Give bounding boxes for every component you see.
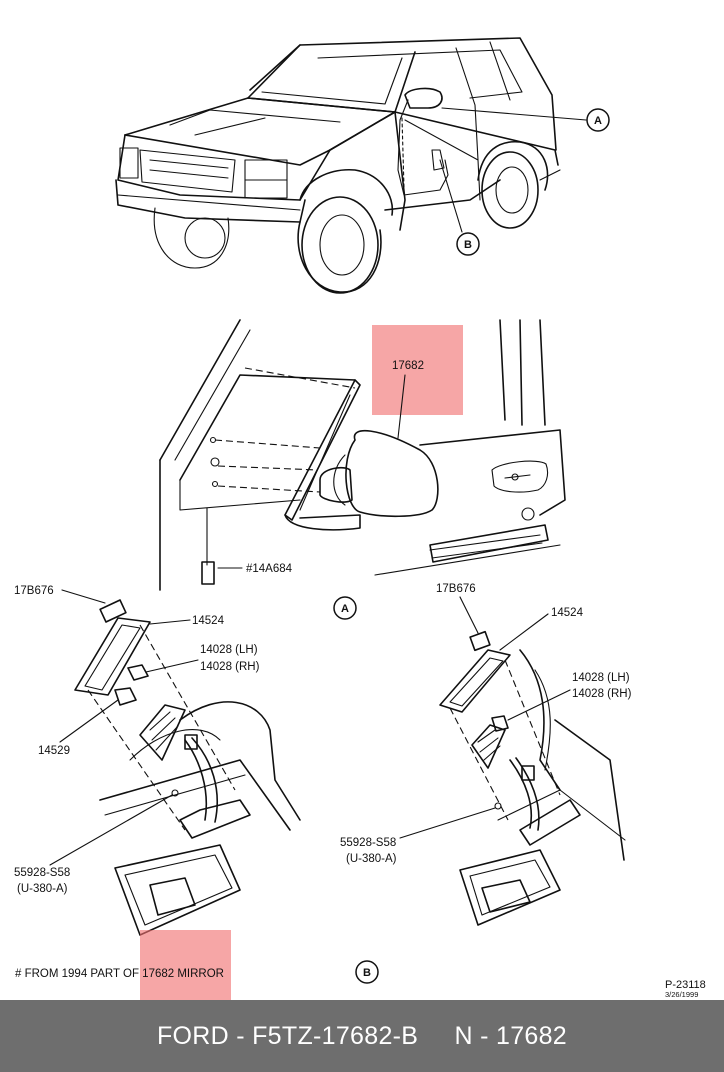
label-left-14524: 14524 (192, 615, 225, 627)
footnote-highlight (140, 930, 231, 1000)
mirror-installation-diagram: A B (14, 37, 706, 1000)
callout-b: B (464, 239, 472, 251)
callout-a: A (594, 115, 602, 127)
label-right-screw-code: (U-380-A) (346, 853, 397, 865)
label-left-14028-lh: 14028 (LH) (200, 644, 258, 656)
view-b-marker: B (363, 967, 371, 979)
label-left-screw: 55928-S58 (14, 867, 70, 879)
label-mirror-part: 17682 (392, 360, 424, 372)
view-b-left-switch-assembly: 17B676 14524 14028 (LH) 14028 (RH) 14529… (14, 585, 301, 936)
label-right-14028-lh: 14028 (LH) (572, 672, 630, 684)
mirror-part-highlight (372, 325, 463, 415)
label-right-17b676: 17B676 (436, 583, 476, 595)
part-number: FORD - F5TZ-17682-B (156, 1021, 419, 1050)
ref-number: N - 17682 (454, 1021, 568, 1050)
view-a-mirror-detail: #14A684 17682 A (159, 319, 566, 620)
ref-code: P-23118 (665, 979, 706, 991)
label-right-14524: 14524 (551, 607, 584, 619)
label-left-14028-rh: 14028 (RH) (200, 661, 260, 673)
footnote: # FROM 1994 PART OF 17682 MIRROR (15, 968, 224, 980)
label-right-screw: 55928-S58 (340, 837, 396, 849)
label-left-screw-code: (U-380-A) (17, 883, 68, 895)
part-number-bar: FORD - F5TZ-17682-B N - 17682 (0, 1000, 724, 1072)
label-right-14028-rh: 14028 (RH) (572, 688, 632, 700)
label-left-17b676: 17B676 (14, 585, 54, 597)
vehicle-illustration: A B (115, 37, 610, 294)
view-b-right-switch-assembly: 17B676 14524 14028 (LH) 14028 (RH) 55928… (340, 583, 632, 984)
footer-spacer (418, 1022, 454, 1051)
label-left-14529: 14529 (38, 745, 70, 757)
label-harness: #14A684 (246, 563, 293, 575)
ref-date: 3/26/1999 (665, 990, 698, 999)
view-a-marker: A (341, 603, 349, 615)
